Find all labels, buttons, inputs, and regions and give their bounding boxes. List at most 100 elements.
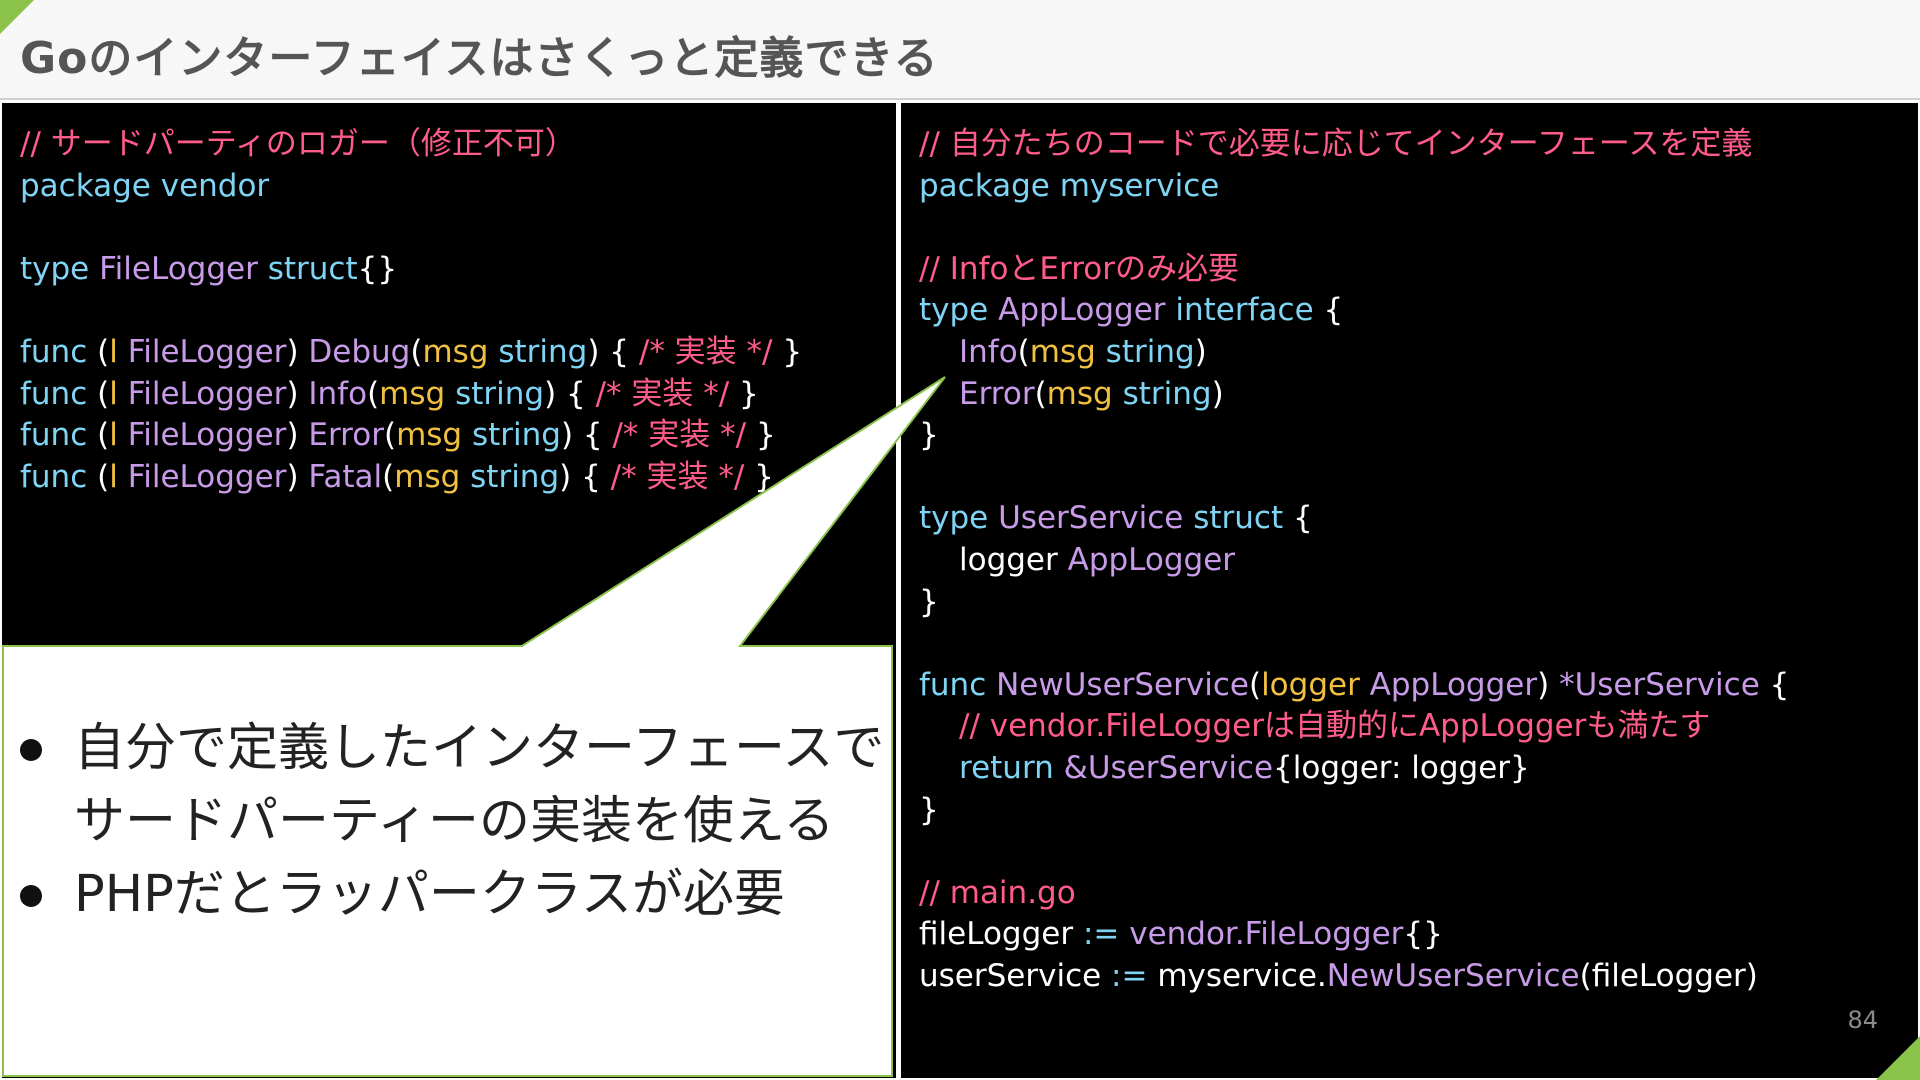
callout-bullet: 自分で定義したインターフェースでサードパーティーの実装を使える	[14, 712, 894, 858]
code-token: // vendor.FileLoggerは自動的にAppLoggerも満たす	[959, 708, 1711, 745]
code-token: msg	[396, 417, 472, 454]
code-line: Info(msg string)	[959, 331, 1207, 373]
code-token: msg	[422, 334, 499, 370]
code-token: )	[1194, 334, 1207, 370]
code-token: string	[455, 375, 545, 412]
code-token: // サードパーティのロガー（修正不可）	[20, 126, 576, 162]
code-token: (	[1034, 375, 1047, 412]
code-token: ) {	[559, 458, 611, 495]
callout-bullet: PHPだとラッパークラスが必要	[14, 858, 894, 931]
code-token: FileLogger	[127, 458, 287, 495]
slide-title-bar: Goのインターフェイスはさくっと定義できる	[0, 0, 1920, 100]
speech-callout-bubble	[2, 376, 946, 1077]
code-line: // vendor.FileLoggerは自動的にAppLoggerも満たす	[959, 705, 1710, 747]
code-token: :=	[1111, 958, 1158, 994]
code-token: }	[744, 458, 774, 495]
code-token: )	[286, 375, 309, 412]
code-token: (	[97, 334, 110, 370]
code-token: )	[1211, 375, 1224, 412]
code-line: // サードパーティのロガー（修正不可）	[20, 123, 576, 165]
corner-accent	[1876, 1036, 1920, 1080]
code-token: (	[97, 458, 110, 495]
code-token: package vendor	[20, 167, 270, 204]
code-token: logger	[1261, 666, 1370, 703]
code-token: interface	[1175, 292, 1314, 329]
code-token: msg	[1046, 375, 1123, 412]
code-token: l	[109, 458, 128, 495]
code-token: {}	[357, 250, 398, 287]
code-token: myservice.	[1157, 958, 1327, 994]
code-token: (	[1017, 334, 1030, 370]
code-token: FileLogger	[99, 250, 268, 287]
code-token: ) {	[587, 334, 639, 370]
code-token: func	[20, 375, 98, 412]
code-token: )	[1537, 666, 1560, 703]
code-token: }	[919, 583, 939, 620]
code-line: Error(msg string)	[959, 373, 1224, 415]
code-token: (	[97, 417, 110, 454]
code-token: )	[286, 334, 309, 370]
code-token: package myservice	[919, 167, 1220, 204]
code-token: (	[410, 334, 423, 370]
code-token: // InfoとErrorのみ必要	[919, 250, 1239, 287]
code-line: // 自分たちのコードで必要に応じてインターフェースを定義	[919, 123, 1752, 165]
code-token: {}	[1403, 916, 1443, 953]
code-token: (	[383, 417, 397, 454]
code-line: type AppLogger interface {	[919, 289, 1343, 331]
code-token: AppLogger	[1369, 666, 1538, 703]
code-token: func	[919, 666, 997, 703]
code-token: /* 実装 */	[612, 417, 747, 454]
code-token: FileLogger	[127, 334, 287, 370]
code-token: (	[1248, 666, 1262, 703]
code-token: vendor.FileLogger	[1129, 916, 1404, 953]
code-token: fileLogger	[919, 916, 1083, 953]
code-token: l	[109, 375, 128, 412]
code-token: ) {	[560, 417, 613, 454]
code-token: {logger: logger}	[1273, 750, 1530, 786]
code-token: /* 実装 */	[595, 375, 730, 412]
code-token: type	[20, 250, 100, 287]
code-token: Fatal	[308, 458, 383, 495]
code-token: (	[382, 458, 395, 495]
code-token: string	[471, 417, 561, 454]
corner-accent	[0, 0, 34, 34]
code-token: type	[919, 292, 999, 329]
code-line: userService := myservice.NewUserService(…	[919, 955, 1758, 997]
code-token: )	[286, 458, 309, 495]
code-token: {	[1759, 666, 1790, 703]
code-token: Error	[959, 375, 1035, 412]
code-token: msg	[379, 375, 456, 412]
code-token: /* 実装 */	[610, 458, 745, 495]
code-line: // main.go	[919, 872, 1076, 914]
code-line: }	[919, 789, 939, 831]
code-token: msg	[394, 458, 471, 495]
code-token: func	[20, 458, 98, 495]
code-token: l	[109, 334, 128, 370]
code-token: (	[97, 375, 110, 412]
code-token: return	[959, 750, 1064, 786]
code-token: :=	[1082, 916, 1130, 953]
code-token: Error	[308, 417, 384, 454]
code-token: *UserService	[1559, 666, 1760, 703]
code-line: }	[919, 581, 939, 623]
code-token: // main.go	[919, 874, 1076, 911]
code-token: {	[1313, 292, 1344, 329]
code-token: type	[919, 500, 999, 537]
code-token: l	[109, 417, 128, 454]
code-line: func (l FileLogger) Info(msg string) { /…	[20, 373, 759, 415]
code-token: }	[919, 417, 939, 454]
code-token: &UserService	[1063, 750, 1274, 786]
code-token: string	[498, 334, 588, 370]
code-token: /* 実装 */	[638, 334, 773, 370]
code-token: string	[1105, 334, 1195, 370]
code-token: NewUserService	[996, 666, 1249, 703]
code-token: userService	[919, 958, 1112, 994]
code-line: func (l FileLogger) Error(msg string) { …	[20, 414, 776, 456]
bullet-dot-icon	[20, 885, 42, 907]
code-line: fileLogger := vendor.FileLogger{}	[919, 913, 1443, 955]
code-token: Info	[959, 334, 1018, 370]
code-token: (fileLogger)	[1579, 958, 1758, 994]
code-token: {	[1283, 500, 1313, 537]
code-token: AppLogger	[998, 292, 1176, 329]
